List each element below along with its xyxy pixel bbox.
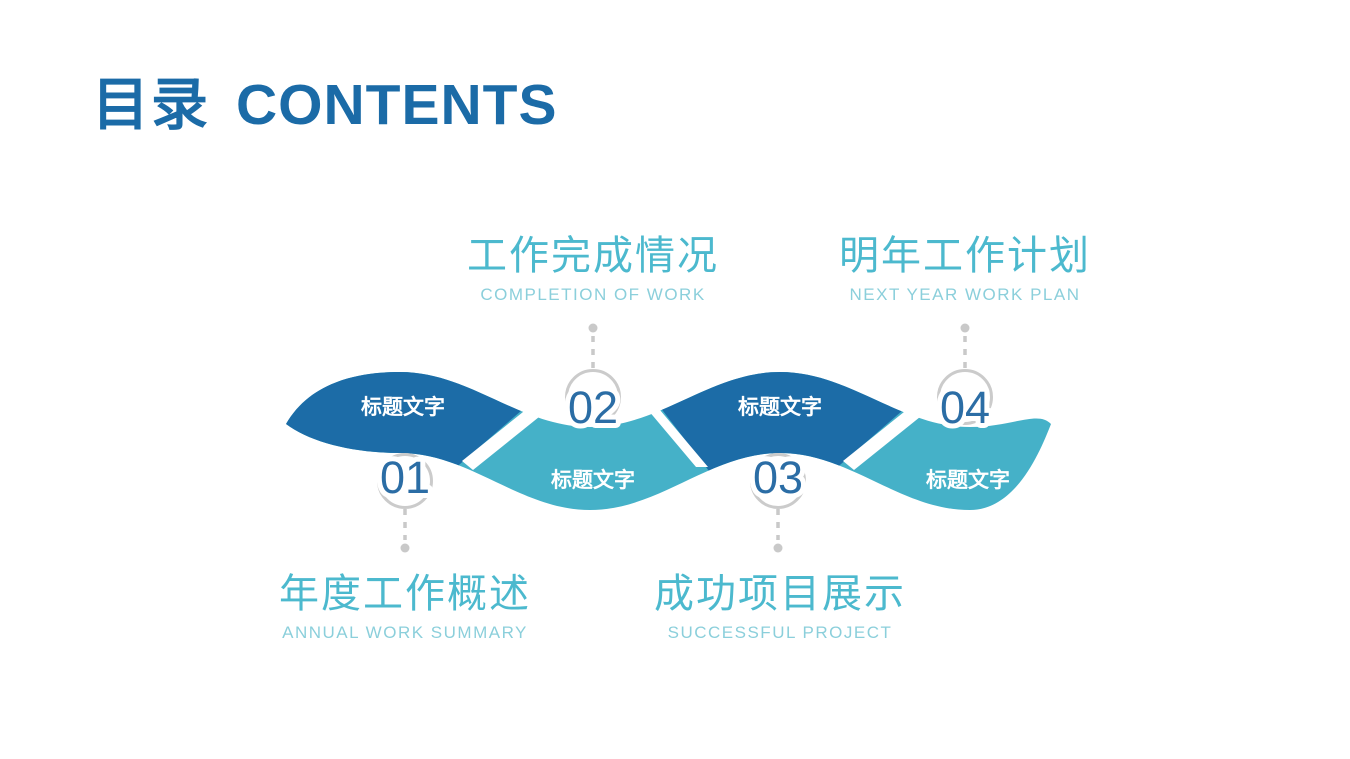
section-subtitle-03: SUCCESSFUL PROJECT bbox=[667, 623, 893, 642]
step-marker-02[interactable]: 02 bbox=[563, 323, 623, 438]
section-label-04[interactable]: 明年工作计划 NEXT YEAR WORK PLAN bbox=[755, 236, 1175, 305]
shape-label-4[interactable]: 标题文字 bbox=[926, 468, 1010, 492]
step-marker-03[interactable]: 03 bbox=[748, 447, 808, 553]
shape-label-2[interactable]: 标题文字 bbox=[551, 468, 635, 492]
page-title-en: CONTENTS bbox=[236, 73, 558, 137]
section-label-01[interactable]: 年度工作概述 ANNUAL WORK SUMMARY bbox=[195, 574, 615, 643]
section-title-01[interactable]: 年度工作概述 bbox=[279, 572, 531, 616]
section-label-03[interactable]: 成功项目展示 SUCCESSFUL PROJECT bbox=[570, 574, 990, 643]
page-title-cn: 目录 bbox=[92, 73, 210, 137]
step-number-03[interactable]: 03 bbox=[748, 447, 808, 508]
section-title-04[interactable]: 明年工作计划 bbox=[839, 234, 1091, 278]
page-title: 目录 CONTENTS bbox=[92, 73, 558, 137]
shape-label-3[interactable]: 标题文字 bbox=[738, 395, 822, 419]
section-subtitle-04: NEXT YEAR WORK PLAN bbox=[849, 285, 1081, 304]
step-number-04[interactable]: 04 bbox=[935, 377, 995, 438]
wave-segment-1[interactable] bbox=[286, 372, 1051, 510]
number-arc-01 bbox=[377, 453, 433, 509]
segment-gap-1 bbox=[462, 408, 539, 470]
step-marker-01[interactable]: 01 bbox=[375, 447, 435, 553]
number-arc-03 bbox=[750, 453, 806, 509]
section-subtitle-02: COMPLETION OF WORK bbox=[480, 285, 706, 304]
connector-dot-03 bbox=[773, 543, 783, 553]
number-arc-02 bbox=[565, 369, 621, 425]
section-label-02[interactable]: 工作完成情况 COMPLETION OF WORK bbox=[383, 236, 803, 305]
section-subtitle-01: ANNUAL WORK SUMMARY bbox=[282, 623, 528, 642]
shape-label-1[interactable]: 标题文字 bbox=[361, 395, 445, 419]
section-title-02[interactable]: 工作完成情况 bbox=[467, 234, 719, 278]
connector-dot-04 bbox=[960, 323, 970, 333]
connector-dot-02 bbox=[588, 323, 598, 333]
step-number-01[interactable]: 01 bbox=[375, 447, 435, 508]
step-marker-04[interactable]: 04 bbox=[935, 323, 995, 438]
segment-gap-3 bbox=[843, 408, 920, 470]
number-arc-04 bbox=[937, 369, 993, 425]
section-title-03[interactable]: 成功项目展示 bbox=[654, 572, 906, 616]
connector-dot-01 bbox=[400, 543, 410, 553]
segment-gap-2 bbox=[648, 410, 708, 467]
step-number-02[interactable]: 02 bbox=[563, 377, 623, 438]
